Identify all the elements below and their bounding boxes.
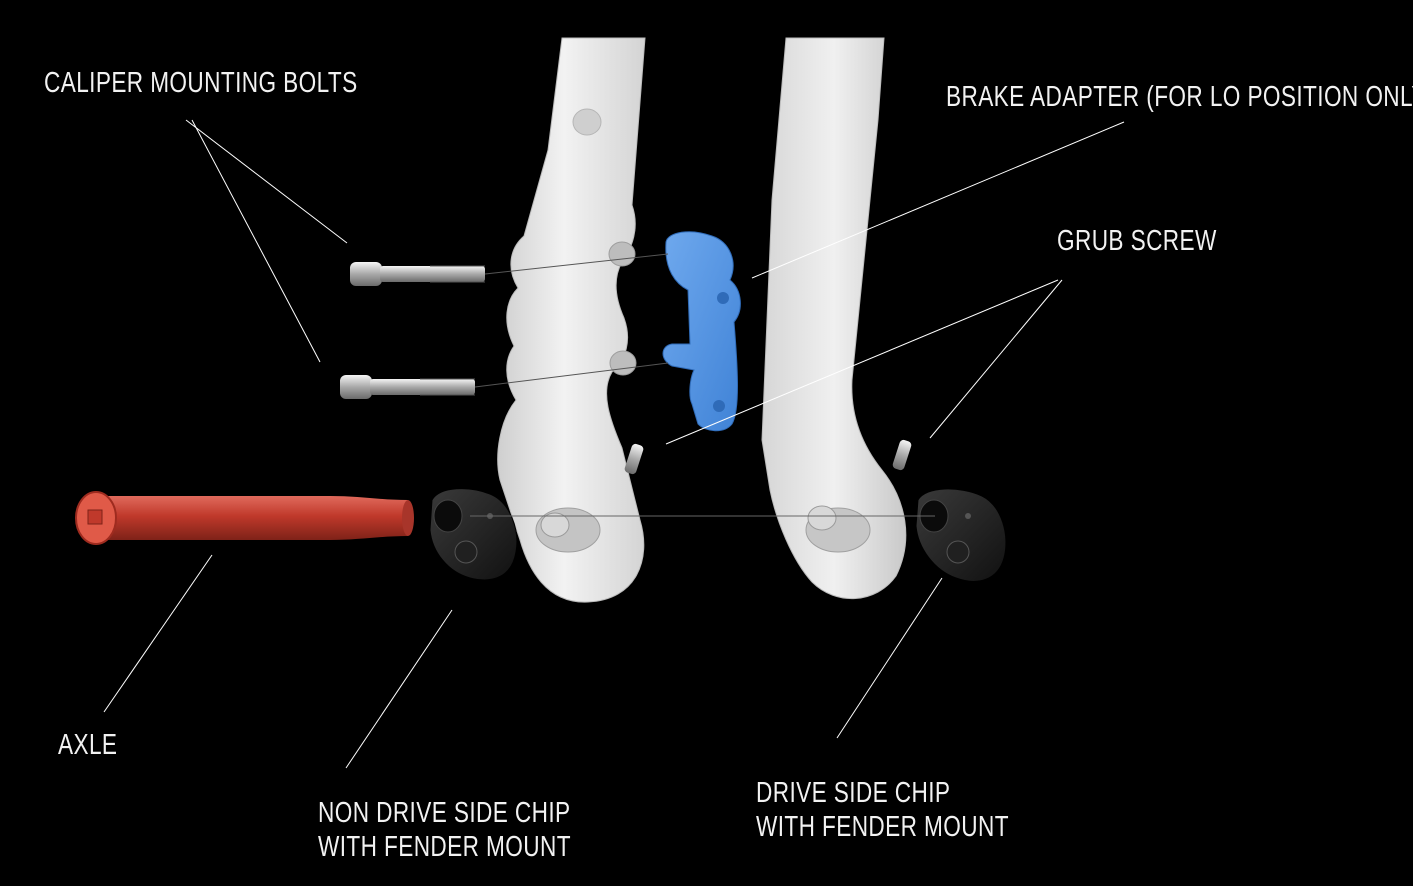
brake-adapter-part <box>662 231 741 432</box>
label-drive-side-chip-line2: WITH FENDER MOUNT <box>756 811 1009 843</box>
label-brake-adapter: BRAKE ADAPTER (FOR LO POSITION ONLY) <box>946 80 1413 114</box>
label-axle-text: AXLE <box>58 729 118 761</box>
leader-drive-chip <box>836 577 943 739</box>
label-non-drive-side-chip: NON DRIVE SIDE CHIP WITH FENDER MOUNT <box>318 796 571 864</box>
leader-axle <box>103 554 213 713</box>
caliper-mount-hole-lower <box>609 350 637 376</box>
label-axle: AXLE <box>58 728 117 762</box>
leader-caliper-bolt-upper <box>185 119 348 244</box>
grub-screw-right <box>892 439 912 471</box>
non-drive-side-chip-part <box>429 488 518 581</box>
left-dropout-hole <box>540 512 570 538</box>
label-caliper-mounting-bolts: CALIPER MOUNTING BOLTS <box>44 66 358 100</box>
bolt-alignment-line-lower <box>474 362 669 388</box>
axle-part <box>75 491 414 545</box>
caliper-bolt-upper <box>350 262 485 286</box>
leader-grub-screw-right <box>929 279 1063 439</box>
label-drive-side-chip-line1: DRIVE SIDE CHIP <box>756 777 951 809</box>
label-drive-side-chip: DRIVE SIDE CHIP WITH FENDER MOUNT <box>756 776 1009 844</box>
leader-non-drive-chip <box>345 609 453 769</box>
bolt-alignment-line-upper <box>484 253 669 275</box>
leader-caliper-bolt-lower <box>191 119 321 363</box>
label-grub-screw: GRUB SCREW <box>1057 224 1217 258</box>
leader-lines <box>103 119 1125 769</box>
right-dropout-hole <box>807 505 837 531</box>
grub-screw-left <box>624 443 644 475</box>
fork-boss-hole <box>572 108 602 136</box>
caliper-bolt-lower <box>340 375 475 399</box>
label-non-drive-side-chip-line2: WITH FENDER MOUNT <box>318 831 571 863</box>
caliper-mount-hole-upper <box>608 241 636 267</box>
drive-side-chip-part <box>915 488 1007 582</box>
leader-grub-screw-left <box>665 279 1059 445</box>
label-brake-adapter-text: BRAKE ADAPTER (FOR LO POSITION ONLY) <box>946 81 1413 113</box>
right-fork-leg <box>761 37 907 600</box>
label-non-drive-side-chip-line1: NON DRIVE SIDE CHIP <box>318 797 571 829</box>
label-caliper-mounting-bolts-text: CALIPER MOUNTING BOLTS <box>44 67 358 99</box>
left-fork-leg <box>497 37 646 603</box>
label-grub-screw-text: GRUB SCREW <box>1057 225 1217 257</box>
leader-brake-adapter <box>751 121 1125 279</box>
